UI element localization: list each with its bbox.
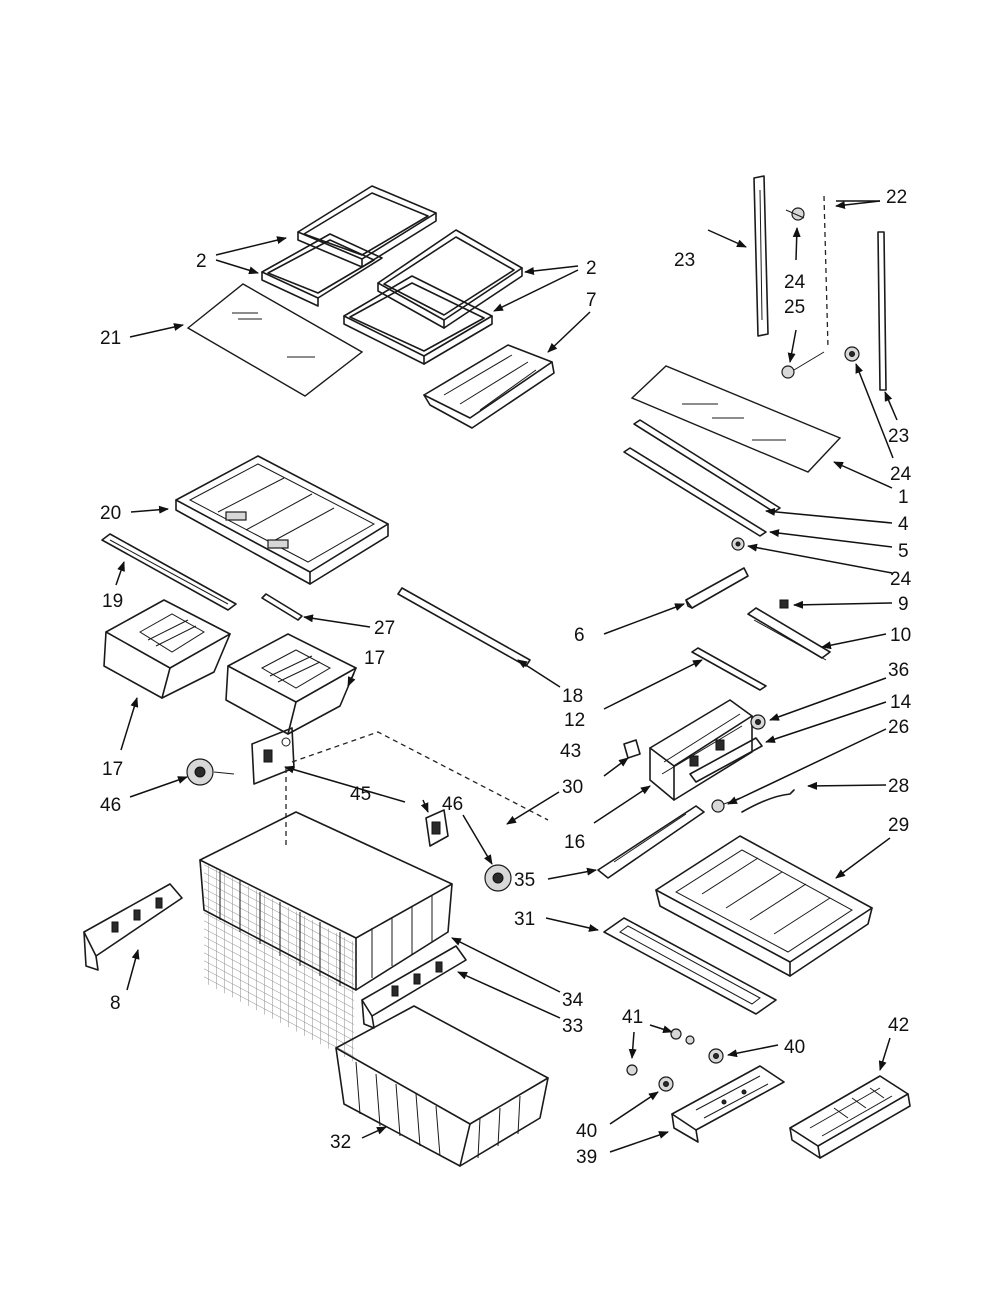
callout-23: 23 xyxy=(888,426,909,447)
callout-31: 31 xyxy=(514,909,535,930)
callout-17: 17 xyxy=(364,648,385,669)
callout-29: 29 xyxy=(888,815,909,836)
callout-46: 46 xyxy=(442,794,463,815)
trim-part-5 xyxy=(623,447,767,537)
callout-45: 45 xyxy=(350,784,371,805)
callout-24: 24 xyxy=(784,272,806,293)
glass-shelf-part-1 xyxy=(630,365,842,473)
callout-19: 19 xyxy=(102,591,123,612)
wire-part-28 xyxy=(741,789,795,813)
housing-part-16 xyxy=(649,699,753,801)
handle-part-35 xyxy=(597,805,705,879)
shelf-part-2-d xyxy=(343,275,493,365)
callout-8: 8 xyxy=(110,993,121,1014)
callout-28: 28 xyxy=(888,776,909,797)
callout-32: 32 xyxy=(330,1132,351,1153)
gear-part-46-right xyxy=(484,864,512,892)
callout-46: 46 xyxy=(100,795,121,816)
screw-part-24-top xyxy=(785,207,805,221)
callout-33: 33 xyxy=(562,1016,583,1037)
bracket-part-45 xyxy=(251,727,295,785)
callout-20: 20 xyxy=(100,503,121,524)
callout-43: 43 xyxy=(560,741,581,762)
crisper-drawer-part-17-left xyxy=(103,599,231,699)
callout-5: 5 xyxy=(898,541,909,562)
callout-40: 40 xyxy=(784,1037,805,1058)
callout-2: 2 xyxy=(586,258,597,279)
callout-labels: 2 2 21 7 20 19 27 18 17 17 46 45 43 46 3… xyxy=(100,187,912,1168)
clip-part-9 xyxy=(779,599,789,609)
callout-40: 40 xyxy=(576,1121,597,1142)
callout-21: 21 xyxy=(100,328,121,349)
rail-part-23-left xyxy=(753,175,769,337)
tray-part-7 xyxy=(423,344,555,429)
washer-part-41 xyxy=(670,1028,695,1045)
callout-7: 7 xyxy=(586,290,597,311)
callout-25: 25 xyxy=(784,297,805,318)
washer-part-40-b xyxy=(626,1064,674,1092)
wire-basket-part-34 xyxy=(199,811,453,1063)
callout-10: 10 xyxy=(890,625,911,646)
knob-part-36 xyxy=(750,714,766,730)
shelf-part-2-c xyxy=(377,229,523,329)
callout-12: 12 xyxy=(564,710,585,731)
callout-34: 34 xyxy=(562,990,584,1011)
ice-tray-part-42 xyxy=(789,1075,911,1159)
callout-41: 41 xyxy=(622,1007,643,1028)
bar-part-12 xyxy=(691,647,767,691)
rod-part-18 xyxy=(397,587,531,667)
rail-part-22 xyxy=(823,195,829,349)
rod-part-27 xyxy=(261,593,303,621)
strip-part-14 xyxy=(689,737,763,783)
tray-part-29 xyxy=(655,835,873,977)
callout-4: 4 xyxy=(898,514,909,535)
callout-22: 22 xyxy=(886,187,907,208)
rail-part-19 xyxy=(101,533,237,611)
slide-part-33 xyxy=(361,945,467,1029)
crisper-drawer-part-17-right xyxy=(225,633,357,735)
rail-part-23-right xyxy=(877,231,887,391)
callout-9: 9 xyxy=(898,594,909,615)
panel-part-31 xyxy=(603,917,777,1015)
callout-6: 6 xyxy=(574,625,585,646)
callout-42: 42 xyxy=(888,1015,909,1036)
callout-27: 27 xyxy=(374,618,395,639)
slide-part-8 xyxy=(83,883,183,971)
callout-36: 36 xyxy=(888,660,909,681)
callout-14: 14 xyxy=(890,692,912,713)
crisper-cover-part-20 xyxy=(175,455,389,585)
shelf-part-2-b xyxy=(261,233,383,307)
callout-18: 18 xyxy=(562,686,583,707)
glass-panel-part-21 xyxy=(186,283,364,397)
clip-part-30 xyxy=(623,739,641,759)
screw-part-24-mid xyxy=(844,346,860,362)
leader-lines xyxy=(115,200,898,1153)
wire-basket-part-32 xyxy=(335,1005,549,1167)
screw-part-24-low xyxy=(731,537,745,551)
callout-1: 1 xyxy=(898,487,909,508)
callout-2: 2 xyxy=(196,251,207,272)
bracket-part-45-b xyxy=(425,809,449,847)
rail-part-10 xyxy=(747,607,831,661)
screw-part-25 xyxy=(781,351,825,379)
callout-24: 24 xyxy=(890,464,912,485)
callout-39: 39 xyxy=(576,1147,597,1168)
callout-26: 26 xyxy=(888,717,909,738)
callout-30: 30 xyxy=(562,777,583,798)
callout-23: 23 xyxy=(674,250,695,271)
callout-24: 24 xyxy=(890,569,912,590)
washer-part-40-a xyxy=(708,1048,724,1064)
callout-35: 35 xyxy=(514,870,535,891)
gear-part-46-left xyxy=(186,758,235,786)
bracket-part-39 xyxy=(671,1065,785,1143)
bracket-part-6 xyxy=(685,567,749,609)
rod-part-43 xyxy=(285,731,549,848)
trim-part-4 xyxy=(633,419,781,513)
callout-17: 17 xyxy=(102,759,123,780)
callout-16: 16 xyxy=(564,832,585,853)
shelf-part-2-a xyxy=(297,185,437,268)
